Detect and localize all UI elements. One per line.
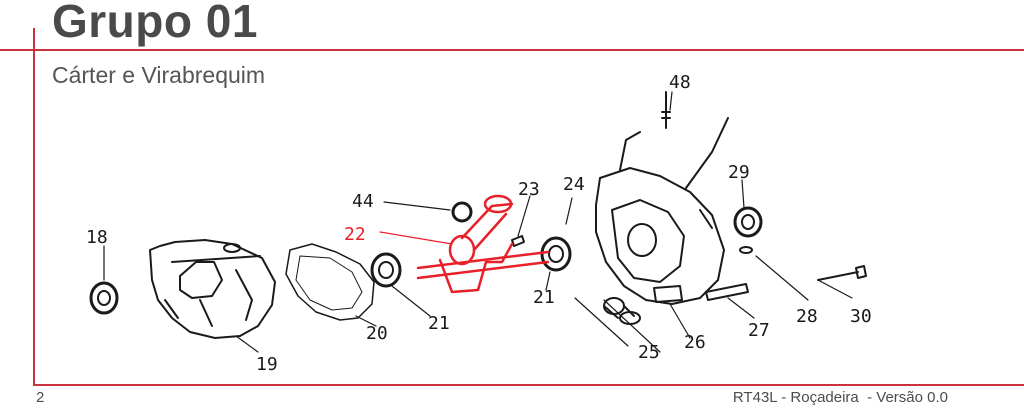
crankcase-left-part xyxy=(149,239,276,339)
callout-23: 23 xyxy=(518,179,540,200)
bearing-part-21-right xyxy=(540,236,572,272)
footer-rule xyxy=(33,384,1024,386)
page-title: Grupo 01 xyxy=(52,0,258,47)
page-subtitle: Cárter e Virabrequim xyxy=(52,62,266,88)
bearing-part-21-left xyxy=(370,252,402,288)
bolt-part-30 xyxy=(817,265,867,281)
callout-19: 19 xyxy=(256,354,278,375)
block-part-26 xyxy=(653,285,683,303)
callout-29: 29 xyxy=(728,162,750,183)
callout-24: 24 xyxy=(563,174,585,195)
callout-20: 20 xyxy=(366,323,388,344)
page-number: 2 xyxy=(36,389,45,406)
header-rule xyxy=(0,49,1024,51)
footer-document-title: RT43L - Roçadeira - Versão 0.0 xyxy=(732,389,948,406)
callout-44: 44 xyxy=(352,191,374,212)
callout-30: 30 xyxy=(850,306,872,327)
gasket-part-20 xyxy=(285,243,375,321)
callout-48: 48 xyxy=(669,72,691,93)
crankshaft-part-22 xyxy=(379,194,550,294)
needle-bearing-part-44 xyxy=(451,201,473,223)
callout-26: 26 xyxy=(684,332,706,353)
crankcase-right-part xyxy=(595,117,729,305)
callout-28: 28 xyxy=(796,306,818,327)
key-part-23 xyxy=(511,235,525,247)
callout-27: 27 xyxy=(748,320,770,341)
callout-22: 22 xyxy=(344,224,366,245)
spacer-part-25 xyxy=(603,297,641,325)
callout-25: 25 xyxy=(638,342,660,363)
seal-part-18 xyxy=(89,281,119,315)
seal-part-29 xyxy=(733,206,763,238)
dowel-part-28 xyxy=(739,246,753,254)
callout-21-right: 21 xyxy=(533,287,555,308)
plate-part-27 xyxy=(705,283,749,301)
callout-21-left: 21 xyxy=(428,313,450,334)
bolt-part-48 xyxy=(661,91,671,129)
callout-18: 18 xyxy=(86,227,108,248)
left-margin-rule xyxy=(33,28,35,386)
